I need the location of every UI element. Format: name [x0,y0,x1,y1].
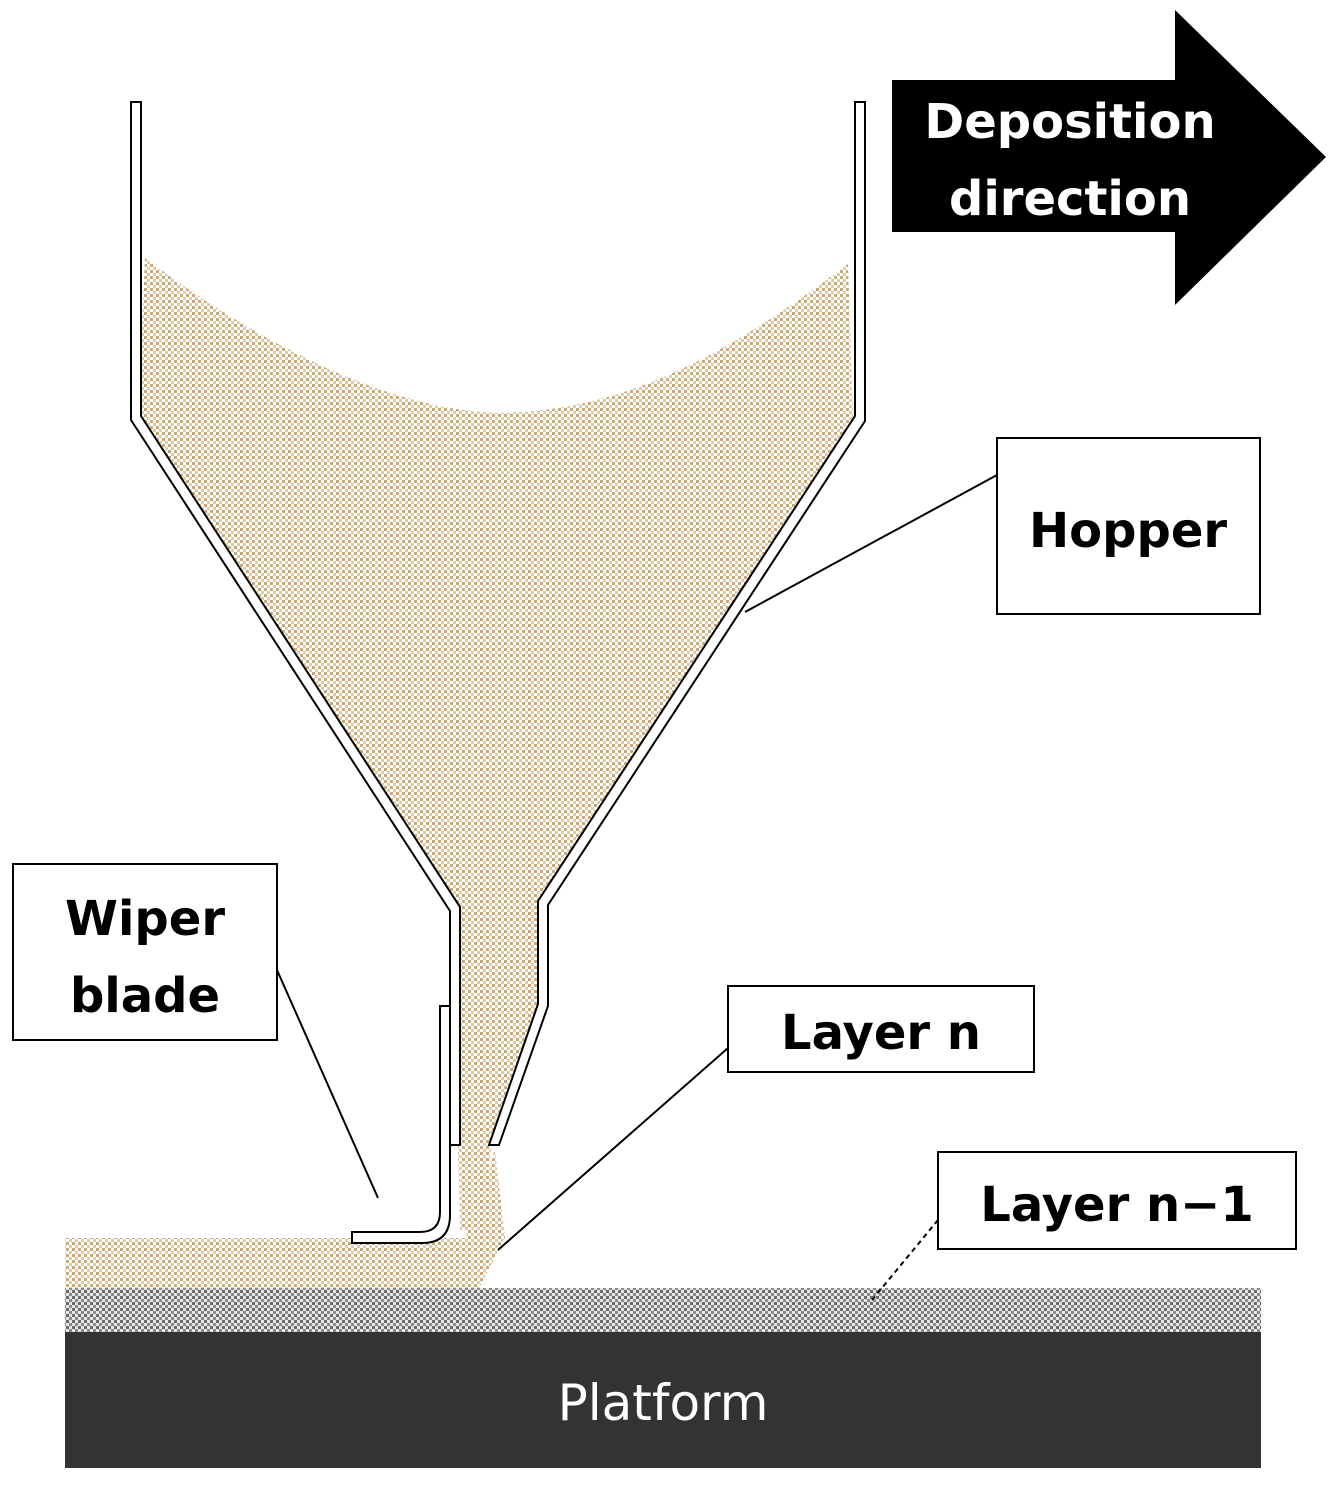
wiper-leader-line [276,969,379,1199]
wiper-label-box [12,863,278,1041]
layer-n-minus-1 [65,1288,1261,1332]
hopper-powder [138,258,853,1230]
wiper-label-line1: Wiper [65,891,225,947]
hopper-label: Hopper [1029,503,1227,559]
wiper-label-line2: blade [70,968,220,1024]
deposition-label-line2: direction [949,171,1191,227]
hopper-right-wall [487,101,866,1146]
deposition-label-line1: Deposition [924,94,1215,150]
deposition-direction-arrow [892,10,1326,305]
hopper-label-box [996,437,1261,615]
platform [65,1332,1261,1468]
layer-n-minus-1-label-box [937,1151,1297,1250]
layer-n-label: Layer n [781,1005,981,1061]
layer-n-minus-1-label: Layer n−1 [980,1177,1254,1233]
layer-n-powder [65,1150,505,1290]
wiper-blade [351,1005,451,1244]
hopper-leader-line [744,474,998,613]
hopper-left-wall [130,101,461,1146]
layer-n-label-box [727,985,1035,1073]
layer-n-leader-line [497,1047,729,1251]
platform-label: Platform [558,1374,769,1432]
